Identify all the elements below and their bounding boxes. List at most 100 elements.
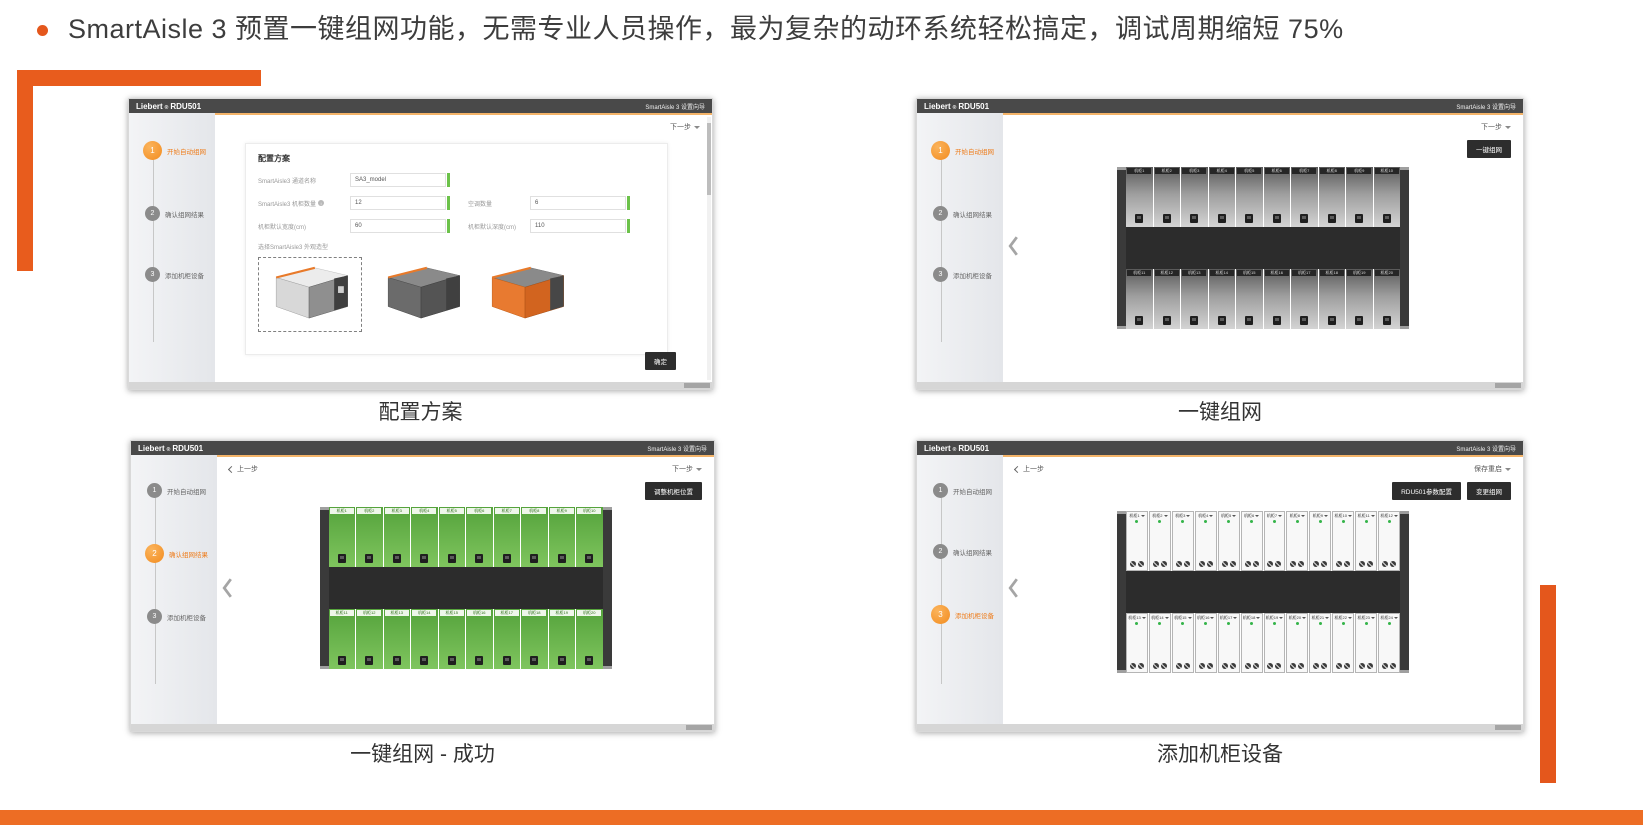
chevron-left-icon[interactable]: [1008, 235, 1019, 262]
scrollbar-thumb[interactable]: [707, 123, 711, 195]
scrollbar-thumb[interactable]: [684, 383, 710, 388]
cabinet-cell[interactable]: 机柜18: [1240, 613, 1263, 673]
one-key-network-button[interactable]: 一键组网: [1467, 140, 1511, 158]
status-led: [1181, 520, 1185, 523]
cabinet-cell[interactable]: 机柜20: [1286, 613, 1309, 673]
device-ports: [1244, 663, 1259, 669]
chevron-down-icon: [1301, 515, 1306, 517]
cabinet-cell: 机柜10: [1373, 167, 1400, 227]
cabinet-label: 机柜12: [1380, 513, 1398, 519]
cabinet-display-icon: [1382, 214, 1391, 223]
adjust-cabinet-position-button[interactable]: 调整机柜位置: [645, 482, 702, 500]
next-step-link[interactable]: 下一步: [1481, 122, 1511, 132]
ac-count-input[interactable]: 6: [530, 196, 626, 210]
power-port-icon: [1390, 663, 1397, 669]
cabinet-cell[interactable]: 机柜7: [1263, 511, 1286, 571]
chevron-down-icon: [1278, 515, 1283, 517]
save-restart-link[interactable]: 保存重启: [1474, 464, 1511, 474]
cabinet-cell[interactable]: 机柜24: [1378, 613, 1401, 673]
chevron-down-icon: [1187, 617, 1192, 619]
cabinet-cell: 机柜19: [1346, 269, 1373, 329]
cabinet-label: 机柜12: [357, 610, 382, 616]
chevron-left-icon[interactable]: [222, 577, 233, 604]
cabinet-label: 机柜19: [1347, 270, 1372, 276]
chevron-left-icon[interactable]: [1008, 577, 1019, 604]
next-step-link[interactable]: 下一步: [672, 464, 702, 474]
cabinet-cell[interactable]: 机柜21: [1309, 613, 1332, 673]
cabinet-label: 机柜3: [1174, 513, 1192, 519]
cabinet-style-option-3[interactable]: [482, 257, 570, 332]
vertical-scrollbar[interactable]: [707, 117, 711, 380]
scrollbar-thumb[interactable]: [686, 725, 712, 730]
cabinet-cell[interactable]: 机柜6: [1240, 511, 1263, 571]
confirm-button[interactable]: 确定: [645, 352, 676, 370]
cabinet-cell[interactable]: 机柜10: [1332, 511, 1355, 571]
cabinet-label: 机柜22: [1334, 615, 1352, 621]
cabinet-cell: 机柜17: [493, 609, 520, 669]
rdu501-param-config-button[interactable]: RDU501参数配置: [1392, 482, 1461, 500]
cabinet-style-option-2[interactable]: [378, 257, 466, 332]
device-ports: [1175, 663, 1190, 669]
next-step-link[interactable]: 下一步: [670, 122, 700, 132]
cabinet-style-orange-image: [491, 266, 565, 319]
scrollbar-thumb[interactable]: [1495, 383, 1521, 388]
horizontal-scrollbar[interactable]: [129, 382, 712, 389]
device-ports: [1359, 561, 1374, 567]
scrollbar-thumb[interactable]: [1495, 725, 1521, 730]
cabinet-cell[interactable]: 机柜11: [1355, 511, 1378, 571]
cabinet-cell[interactable]: 机柜15: [1171, 613, 1194, 673]
status-led: [1204, 520, 1208, 523]
brand-logo: Liebert®RDU501: [136, 101, 202, 111]
cabinet-cell[interactable]: 机柜4: [1194, 511, 1217, 571]
cabinet-label: 机柜21: [1311, 615, 1330, 621]
aisle-name-input[interactable]: SA3_model: [350, 173, 446, 187]
cabinet-display-icon: [392, 656, 401, 665]
cabinet-cell[interactable]: 机柜23: [1355, 613, 1378, 673]
app-titlebar: Liebert®RDU501 SmartAisle 3 设置向导: [131, 441, 714, 455]
cabinet-cell[interactable]: 机柜8: [1286, 511, 1309, 571]
cabinet-label: 机柜20: [577, 610, 602, 616]
valid-indicator: [627, 219, 630, 233]
cabinet-cell[interactable]: 机柜16: [1194, 613, 1217, 673]
chevron-down-icon: [1233, 617, 1238, 619]
cabinet-cell[interactable]: 机柜17: [1217, 613, 1240, 673]
cabinet-display-icon: [1135, 214, 1144, 223]
device-ports: [1129, 663, 1144, 669]
cabinet-depth-input[interactable]: 110: [530, 219, 626, 233]
status-led: [1272, 520, 1276, 523]
cabinet-display-icon: [1355, 316, 1364, 325]
cabinet-cell[interactable]: 机柜2: [1148, 511, 1171, 571]
cabinet-style-option-1[interactable]: [258, 257, 362, 332]
cabinet-cell[interactable]: 机柜13: [1126, 613, 1148, 673]
cabinet-cell[interactable]: 机柜5: [1217, 511, 1240, 571]
cabinet-cell[interactable]: 机柜19: [1263, 613, 1286, 673]
horizontal-scrollbar[interactable]: [917, 724, 1523, 731]
change-network-button[interactable]: 变更组网: [1467, 482, 1511, 500]
cabinet-cell: 机柜10: [576, 507, 603, 567]
horizontal-scrollbar[interactable]: [917, 382, 1523, 389]
cabinet-cell[interactable]: 机柜9: [1309, 511, 1332, 571]
cabinet-cell[interactable]: 机柜1: [1126, 511, 1148, 571]
cabinet-count-input[interactable]: 12: [350, 196, 446, 210]
step-label: 确认组网结果: [953, 211, 992, 219]
step-number-badge: 1: [933, 483, 948, 498]
prev-step-link[interactable]: 上一步: [227, 464, 258, 474]
chevron-down-icon: [1141, 617, 1146, 619]
cabinet-label: 机柜9: [549, 508, 574, 514]
cabinet-label: 机柜1: [329, 508, 354, 514]
cabinet-cell: 机柜20: [576, 609, 603, 669]
cabinet-cell[interactable]: 机柜3: [1171, 511, 1194, 571]
cabinet-cell[interactable]: 机柜14: [1148, 613, 1171, 673]
cabinet-cell[interactable]: 机柜22: [1332, 613, 1355, 673]
step-label: 添加机柜设备: [955, 612, 994, 620]
cabinet-cell[interactable]: 机柜12: [1378, 511, 1401, 571]
cabinet-width-input[interactable]: 60: [350, 219, 446, 233]
brand-logo: Liebert®RDU501: [924, 101, 990, 111]
cabinet-cell: 机柜4: [411, 507, 438, 567]
horizontal-scrollbar[interactable]: [131, 724, 714, 731]
prev-step-link[interactable]: 上一步: [1013, 464, 1044, 474]
